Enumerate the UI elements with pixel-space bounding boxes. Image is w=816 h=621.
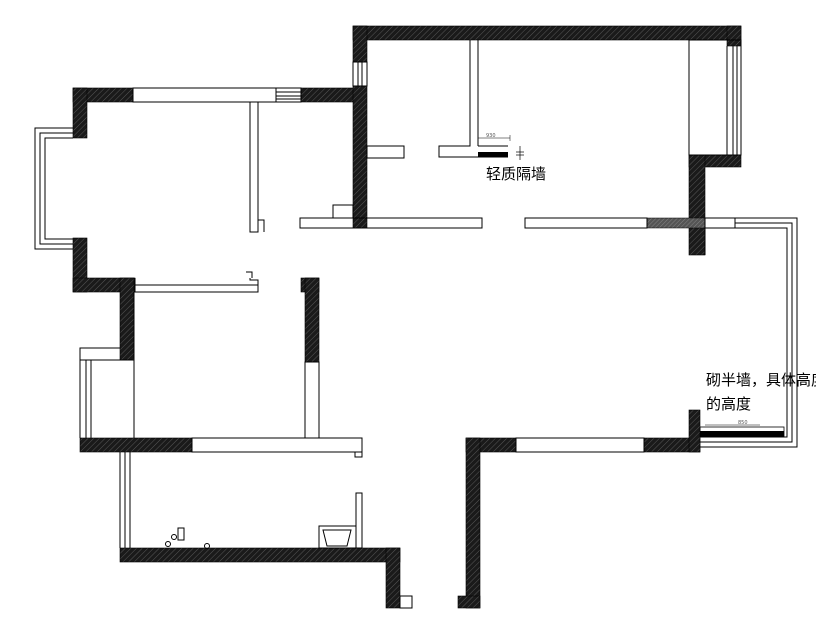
dimension-label-1: 930: [486, 133, 496, 139]
walls-bottom-right: [457, 409, 701, 609]
dimension-label-2: 850: [738, 420, 748, 426]
lines-central: [304, 361, 320, 439]
walls-bottom-left: [119, 547, 401, 609]
walls-central: [300, 277, 320, 363]
lines-upper-right-room: [299, 39, 742, 229]
half-wall-segment: [699, 424, 785, 438]
light-wall-segment: [478, 152, 508, 157]
half-wall-label-line2: 的高度: [706, 395, 752, 413]
lines-bottom-left: [119, 452, 413, 609]
walls-middle-left-room: [79, 277, 193, 453]
walls-upper-right-grey: [646, 217, 706, 229]
half-wall-label-line1: 砌半墙，具体高度: [706, 371, 816, 389]
walls-upper-left-room: [72, 87, 357, 293]
lines-bottom-right: [515, 437, 645, 453]
light-partition-wall-label: 轻质隔墙: [486, 165, 547, 183]
lines-upper-left-room: [34, 87, 302, 293]
lines-middle-left-room: [79, 292, 363, 458]
walls-upper-right-room: [352, 25, 742, 256]
